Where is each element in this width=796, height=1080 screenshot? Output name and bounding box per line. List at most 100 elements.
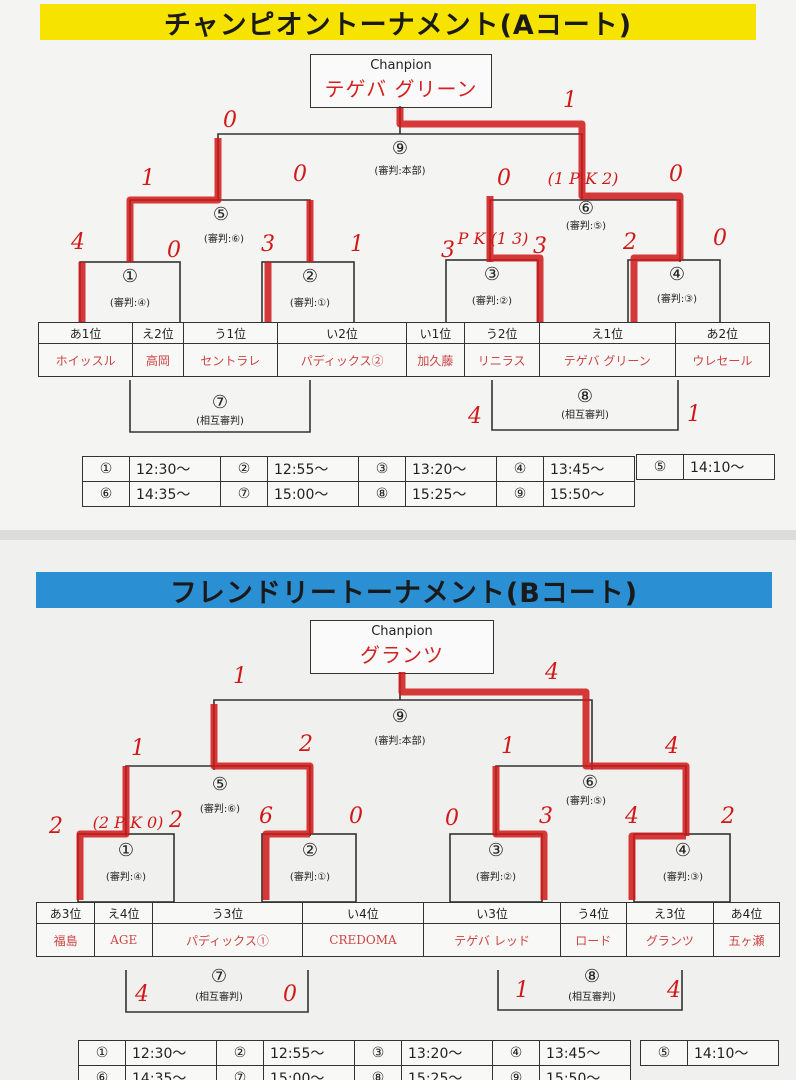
- time-slot-number: ①: [82, 456, 130, 482]
- team-name-cell: ウレセール: [674, 343, 771, 377]
- match-2-ref-a: (審判:①): [289, 298, 331, 309]
- time-slot-time: 14:35〜: [129, 481, 221, 507]
- time-slot-number: ⑥: [78, 1065, 126, 1080]
- score-a-m1-right: 0: [167, 238, 181, 263]
- rank-cell: う2位: [463, 322, 540, 344]
- match-2-ref-b: (審判:①): [289, 872, 331, 883]
- score-a-m2-left: 3: [261, 232, 275, 257]
- time-slot-time: 14:35〜: [125, 1065, 217, 1080]
- time-slot-time: 15:00〜: [263, 1065, 355, 1080]
- score-a-final-left: 0: [223, 108, 237, 133]
- match-1-ref-b: (審判:④): [105, 872, 147, 883]
- time-slot-number: ④: [496, 456, 544, 482]
- time-slot-number: ⑥: [82, 481, 130, 507]
- match-5-number-b: ⑤: [211, 774, 229, 795]
- score-b-m3-right: 3: [539, 804, 553, 829]
- match-2-number-b: ②: [301, 840, 319, 861]
- score-b-m4-left: 4: [625, 804, 639, 829]
- time-slot-number: ⑦: [220, 481, 268, 507]
- champion-label-a: Chanpion: [370, 58, 432, 73]
- match-5-number-a: ⑤: [212, 204, 230, 225]
- rank-cell: あ2位: [674, 322, 771, 344]
- score-a-m8-left: 4: [468, 404, 482, 429]
- match-6-ref-b: (審判:⑤): [565, 796, 607, 807]
- champion-box-a: Chanpion テゲバ グリーン: [310, 54, 492, 108]
- score-a-s6-pk: (1 P K 2): [547, 169, 619, 188]
- match-8-number-a: ⑧: [576, 386, 594, 407]
- team-name-cell: グランツ: [625, 923, 715, 957]
- team-name-cell: ロード: [559, 923, 627, 957]
- rank-cell: い1位: [406, 322, 465, 344]
- match-4-ref-a: (審判:③): [656, 294, 698, 305]
- rank-cell: い3位: [423, 902, 561, 924]
- match-4-number-a: ④: [668, 264, 686, 285]
- score-a-m4-right: 0: [713, 226, 727, 251]
- match-5-ref-a: (審判:⑥): [203, 234, 245, 245]
- team-name-cell: リニラス: [463, 343, 540, 377]
- score-b-m4-right: 2: [721, 804, 735, 829]
- time-slot-number: ⑤: [636, 454, 684, 480]
- match-4-ref-b: (審判:③): [662, 872, 704, 883]
- match-7-ref-a: (相互審判): [196, 416, 244, 427]
- team-name-cell: テゲバ グリーン: [538, 343, 676, 377]
- team-name-cell: パディックス①: [152, 923, 303, 957]
- time-slot-number: ⑦: [216, 1065, 264, 1080]
- time-slot-time: 15:50〜: [539, 1065, 631, 1080]
- match-6-number-b: ⑥: [581, 772, 599, 793]
- champion-name-b: グランツ: [360, 643, 444, 667]
- team-name-cell: 福島: [35, 923, 96, 957]
- rank-cell: あ4位: [713, 902, 780, 924]
- score-b-m7-left: 4: [135, 982, 149, 1007]
- score-a-m8-right: 1: [687, 402, 701, 427]
- match-2-number-a: ②: [301, 266, 319, 287]
- rank-cell: い4位: [301, 902, 425, 924]
- team-name-cell: セントラレ: [182, 343, 278, 377]
- rank-cell: う4位: [559, 902, 627, 924]
- title-a: チャンピオントーナメント(Aコート): [40, 4, 756, 41]
- match-7-ref-b: (相互審判): [195, 992, 243, 1003]
- score-a-s5-right: 0: [293, 162, 307, 187]
- time-slot-time: 13:45〜: [539, 1040, 631, 1066]
- team-name-cell: パディックス②: [276, 343, 408, 377]
- team-name-cell: CREDOMA: [301, 923, 425, 957]
- sheet-b-friendly-tournament: フレンドリートーナメント(Bコート) Chanpion グランツ ⑨ (審判:本…: [0, 540, 796, 1080]
- rank-cell: あ1位: [37, 322, 134, 344]
- match-1-number-b: ①: [117, 840, 135, 861]
- time-slot-number: ④: [492, 1040, 540, 1066]
- team-name-cell: AGE: [94, 923, 154, 957]
- team-name-cell: 高岡: [132, 343, 184, 377]
- team-name-cell: ホイッスル: [37, 343, 134, 377]
- score-b-s6-right: 4: [665, 734, 679, 759]
- rank-cell: え2位: [132, 322, 184, 344]
- score-b-m8-right: 4: [667, 978, 681, 1003]
- rank-cell: い2位: [276, 322, 408, 344]
- match-9-ref-a: (審判:本部): [374, 166, 426, 177]
- champion-box-b: Chanpion グランツ: [310, 620, 494, 674]
- match-9-ref-b: (審判:本部): [374, 736, 426, 747]
- score-b-s5-right: 2: [299, 732, 313, 757]
- time-slot-number: ①: [78, 1040, 126, 1066]
- match-7-number-b: ⑦: [210, 966, 228, 987]
- score-a-m4-left: 2: [623, 230, 637, 255]
- time-slot-time: 12:30〜: [129, 456, 221, 482]
- rank-cell: う3位: [152, 902, 303, 924]
- score-b-final-left: 1: [233, 664, 247, 689]
- time-slot-number: ⑨: [492, 1065, 540, 1080]
- score-a-s6-right: 0: [669, 162, 683, 187]
- match-9-number-a: ⑨: [391, 138, 409, 159]
- rank-cell: う1位: [182, 322, 278, 344]
- sheet-a-champion-tournament: チャンピオントーナメント(Aコート) Chanpion テゲバ グリーン: [0, 0, 796, 530]
- match-8-number-b: ⑧: [583, 966, 601, 987]
- match-1-number-a: ①: [121, 266, 139, 287]
- score-a-s6-left: 0: [497, 166, 511, 191]
- score-a-m3-right: 3: [533, 234, 547, 259]
- score-b-final-right: 4: [545, 660, 559, 685]
- score-a-m2-right: 1: [350, 232, 364, 257]
- time-slot-time: 14:10〜: [683, 454, 775, 480]
- time-slot-time: 13:20〜: [401, 1040, 493, 1066]
- score-b-s5-left: 1: [131, 736, 145, 761]
- time-slot-number: ⑧: [358, 481, 406, 507]
